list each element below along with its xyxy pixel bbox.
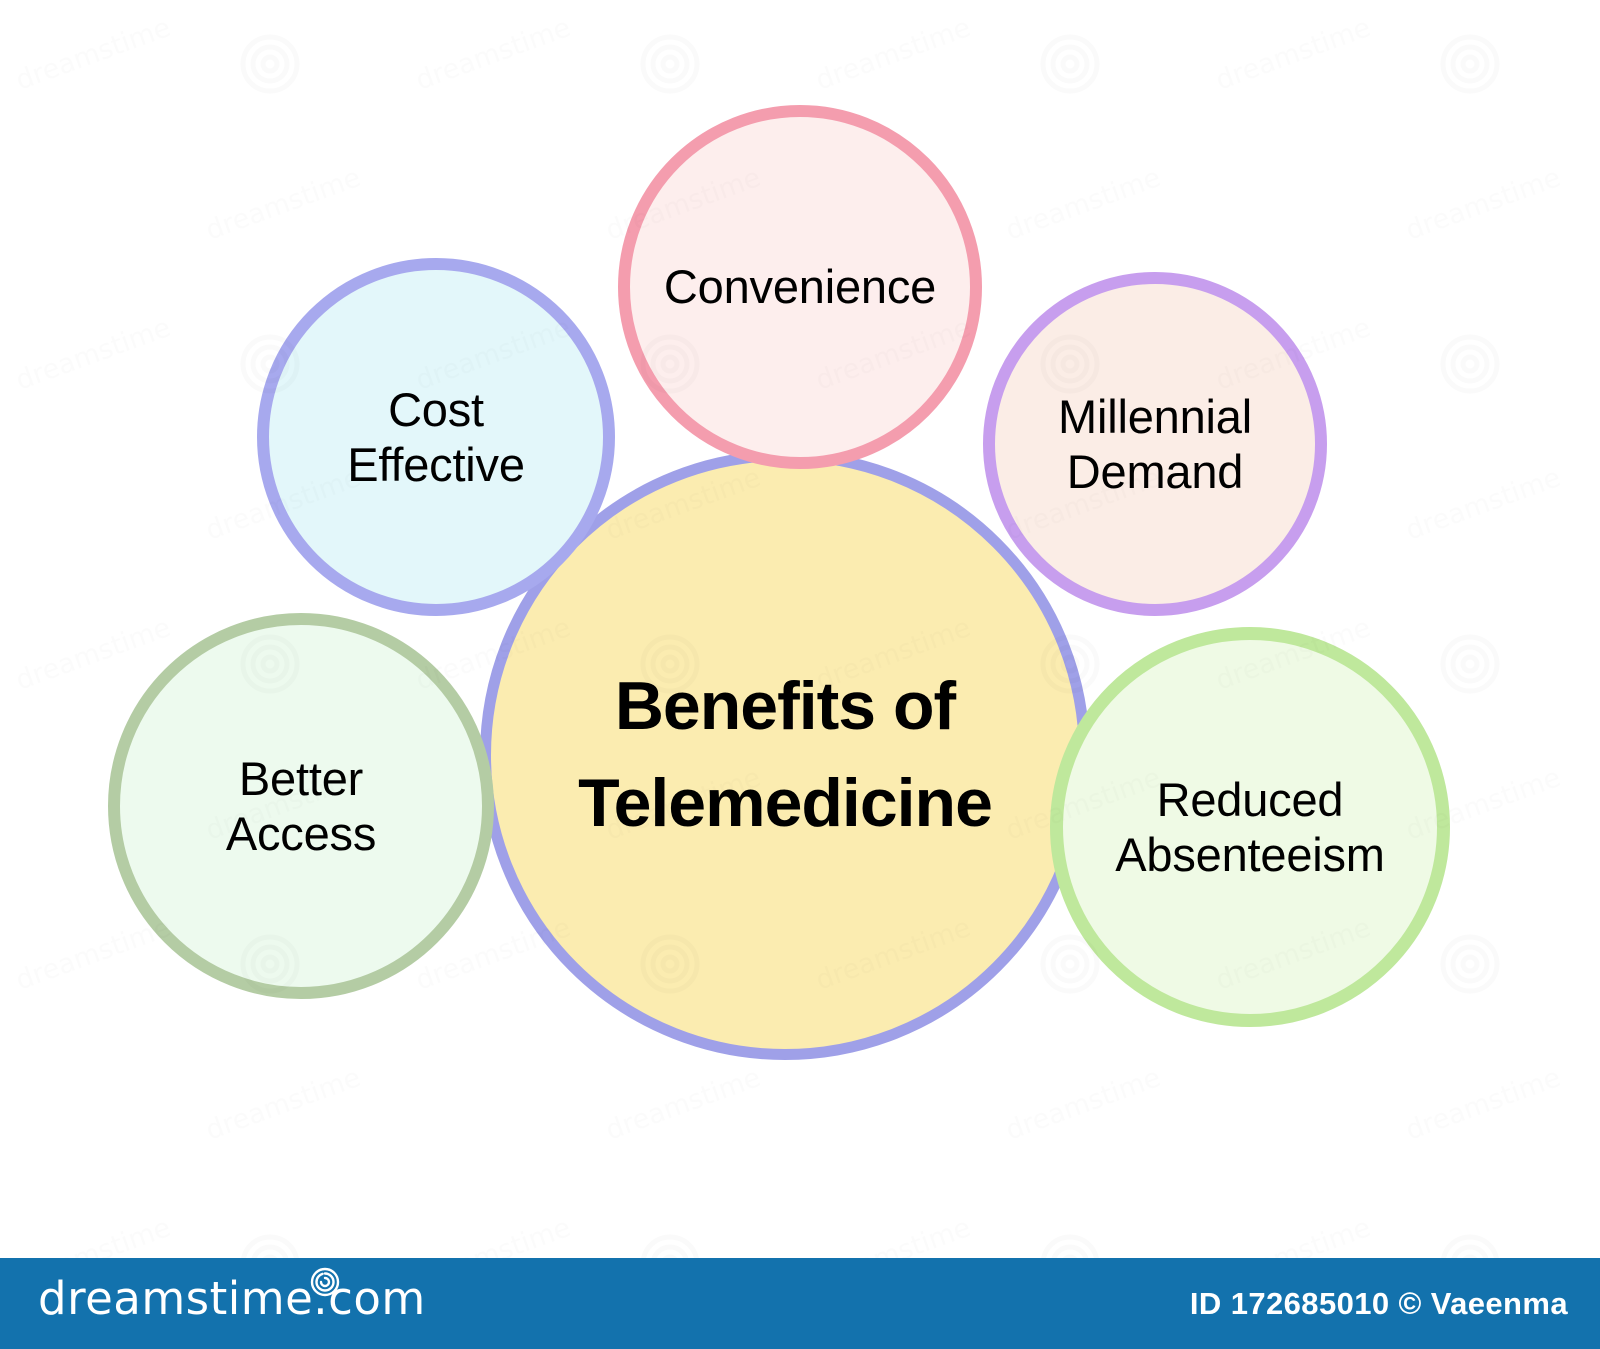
dreamstime-logo-text: dreamstime.com xyxy=(38,1272,426,1325)
node-millennial-demand[interactable]: Millennial Demand xyxy=(983,272,1327,616)
node-millennial-demand-label: Millennial Demand xyxy=(1058,389,1252,498)
image-id-credit: ID 172685010 © Vaeenma xyxy=(1189,1286,1568,1321)
node-reduced-absenteeism-label: Reduced Absenteeism xyxy=(1115,772,1385,881)
node-convenience-label: Convenience xyxy=(663,260,937,314)
dreamstime-logo[interactable]: dreamstime.com xyxy=(38,1267,426,1325)
node-cost-effective[interactable]: Cost Effective xyxy=(257,258,615,616)
node-reduced-absenteeism[interactable]: Reduced Absenteeism xyxy=(1050,627,1450,1027)
node-convenience[interactable]: Convenience xyxy=(618,105,982,469)
diagram-canvas: Benefits of Telemedicine Cost Effective … xyxy=(0,0,1600,1258)
node-better-access-label: Better Access xyxy=(225,751,377,860)
spiral-icon xyxy=(310,1267,340,1297)
footer-bar: dreamstime.com ID 172685010 © Vaeenma xyxy=(0,1258,1600,1349)
node-cost-effective-label: Cost Effective xyxy=(347,382,525,491)
hub-node-label: Benefits of Telemedicine xyxy=(578,668,993,841)
node-better-access[interactable]: Better Access xyxy=(108,613,494,999)
